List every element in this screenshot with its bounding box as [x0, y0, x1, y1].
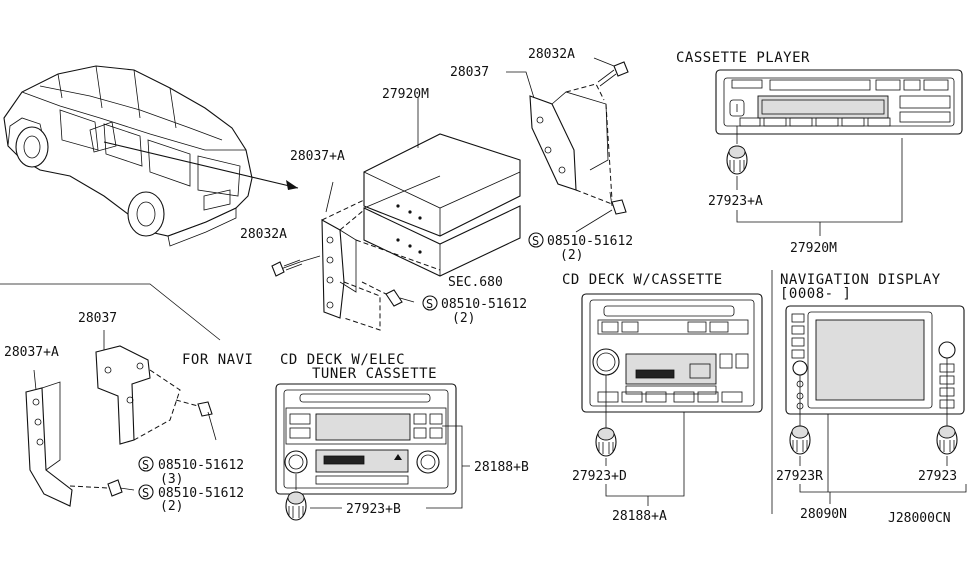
label-navi-bracket-right: 28037	[78, 311, 117, 326]
nav-display-unit	[785, 305, 965, 426]
for-navi-divider	[0, 283, 221, 341]
cd-cassette-leader-lines	[605, 412, 685, 506]
label-bracket-right: 28037	[450, 65, 489, 80]
knob-27923B	[285, 491, 307, 521]
label-navi-bracket-left: 28037+A	[4, 345, 59, 360]
label-knob-27923B: 27923+B	[346, 502, 401, 517]
vehicle-illustration	[3, 65, 299, 247]
cd-deck-cassette-title: CD DECK W/CASSETTE	[562, 272, 723, 288]
label-navi-screw-2-part: 08510-51612	[158, 486, 244, 501]
navi-bracket-right	[95, 330, 181, 445]
label-screw-right-qty: (2)	[560, 248, 583, 263]
for-navi-title: FOR NAVI	[182, 352, 253, 368]
radio-unit-27920M	[363, 98, 521, 277]
label-knob-27923: 27923	[918, 469, 957, 484]
label-knob-27923D: 27923+D	[572, 469, 627, 484]
svg-text:S: S	[142, 458, 149, 472]
screw-symbol-right: S	[528, 232, 544, 248]
label-screw-bottom-part: 08510-51612	[441, 297, 527, 312]
screw-bottom-08510	[361, 281, 415, 307]
label-cassette-unit: 27920M	[790, 241, 837, 256]
label-nav-unit: 28090N	[800, 507, 847, 522]
navi-bracket-left	[25, 369, 73, 507]
cassette-leader-lines	[736, 138, 903, 236]
cd-elec-title-line1: CD DECK W/ELEC	[280, 352, 405, 368]
label-knob-27923R: 27923R	[776, 469, 823, 484]
label-screw-right-part: 08510-51612	[547, 234, 633, 249]
cd-deck-cassette-unit	[581, 293, 763, 428]
screw-right-08510	[575, 191, 627, 233]
label-radio-unit: 27920M	[382, 87, 429, 102]
navi-screw-2	[69, 479, 135, 497]
svg-text:S: S	[426, 297, 433, 311]
navi-screw-symbol-1: S	[138, 456, 154, 472]
label-section-ref: SEC.680	[448, 275, 503, 290]
label-navi-screw-1-qty: (3)	[160, 472, 183, 487]
screw-symbol-bottom: S	[422, 295, 438, 311]
cassette-player-title: CASSETTE PLAYER	[676, 50, 810, 66]
label-navi-screw-2-qty: (2)	[160, 499, 183, 514]
label-cd-elec-unit: 28188+B	[474, 460, 529, 475]
label-screw-bottom-qty: (2)	[452, 311, 475, 326]
navi-screw-symbol-2: S	[138, 484, 154, 500]
label-bracket-left: 28037+A	[290, 149, 345, 164]
screw-left-28032A	[271, 255, 321, 277]
svg-text:S: S	[532, 234, 539, 248]
navi-screw-1	[175, 399, 217, 441]
label-knob-27923A: 27923+A	[708, 194, 763, 209]
screw-top-28032A	[593, 57, 629, 87]
knob-27923D	[595, 427, 617, 457]
nav-display-title: NAVIGATION DISPLAY	[780, 272, 941, 288]
bracket-left-28037A	[321, 181, 441, 331]
knob-27923A	[726, 145, 748, 175]
svg-text:S: S	[142, 486, 149, 500]
knob-27923R	[789, 425, 811, 455]
nav-leader-lines	[799, 414, 967, 504]
label-navi-screw-1-part: 08510-51612	[158, 458, 244, 473]
label-screw-top: 28032A	[528, 47, 575, 62]
cd-elec-unit	[275, 383, 457, 495]
nav-display-date-range: [0008- ]	[780, 286, 851, 302]
diagram-code: J28000CN	[888, 511, 951, 526]
cassette-player-unit	[715, 69, 963, 144]
knob-27923	[936, 425, 958, 455]
label-screw-left: 28032A	[240, 227, 287, 242]
label-cd-cassette-unit: 28188+A	[612, 509, 667, 524]
cd-elec-title-line2: TUNER CASSETTE	[312, 366, 437, 382]
cd-elec-leader-lines	[310, 425, 470, 509]
bracket-right-28037	[506, 71, 613, 205]
